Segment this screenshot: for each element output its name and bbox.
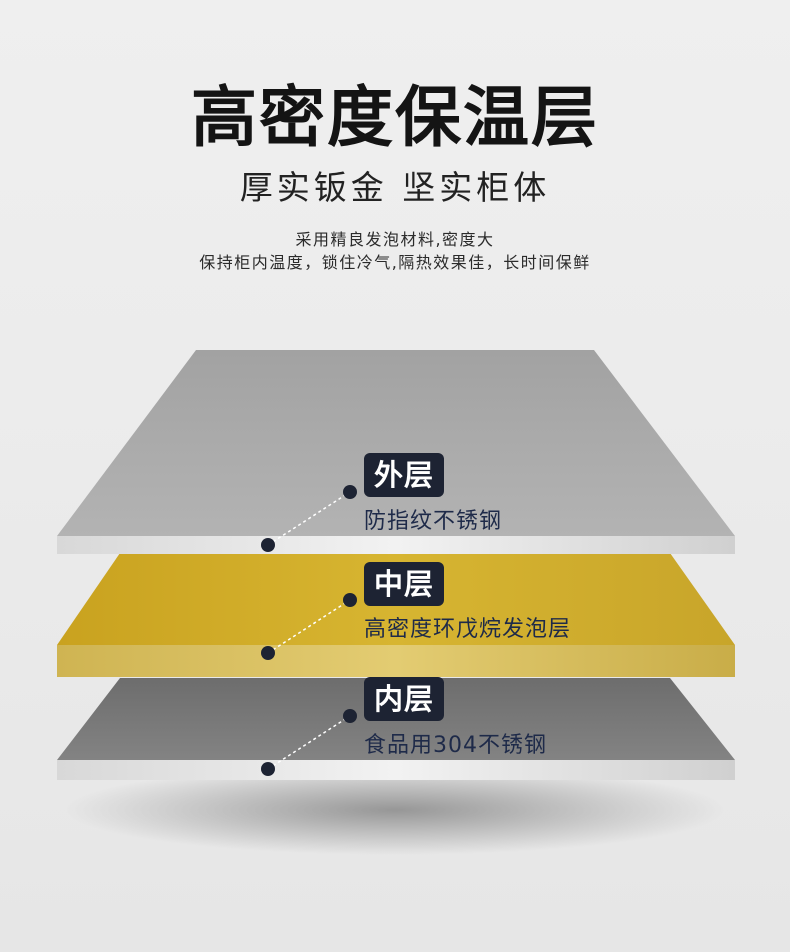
inner-label-dot <box>343 709 357 723</box>
inner-anchor-dot <box>261 762 275 776</box>
description-line-1: 采用精良发泡材料,密度大 <box>295 230 495 249</box>
middle-anchor-dot <box>261 646 275 660</box>
outer-callout-connector <box>261 485 357 552</box>
outer-layer-badge: 外层 <box>364 453 445 497</box>
outer-anchor-dot <box>261 538 275 552</box>
middle-layer-edge <box>57 645 735 677</box>
middle-layer-badge: 中层 <box>364 562 445 606</box>
middle-callout-connector <box>261 593 357 660</box>
inner-layer-badge: 内层 <box>364 677 445 721</box>
outer-label-dot <box>343 485 357 499</box>
page-title: 高密度保温层 <box>191 79 599 156</box>
floor-shadow <box>65 765 725 855</box>
inner-layer-edge <box>57 760 735 780</box>
description-line-2: 保持柜内温度，锁住冷气,隔热效果佳，长时间保鲜 <box>199 253 591 272</box>
page-subtitle: 厚实钣金 坚实柜体 <box>239 168 551 207</box>
outer-layer-edge <box>57 536 735 554</box>
inner-callout-connector <box>261 709 357 776</box>
outer-layer-top <box>57 350 735 536</box>
outer-layer-plate <box>57 350 735 554</box>
middle-layer-description: 高密度环戊烷发泡层 <box>364 617 572 642</box>
outer-layer-description: 防指纹不锈钢 <box>364 509 503 534</box>
inner-layer-description: 食品用304不锈钢 <box>364 733 547 758</box>
middle-label-dot <box>343 593 357 607</box>
